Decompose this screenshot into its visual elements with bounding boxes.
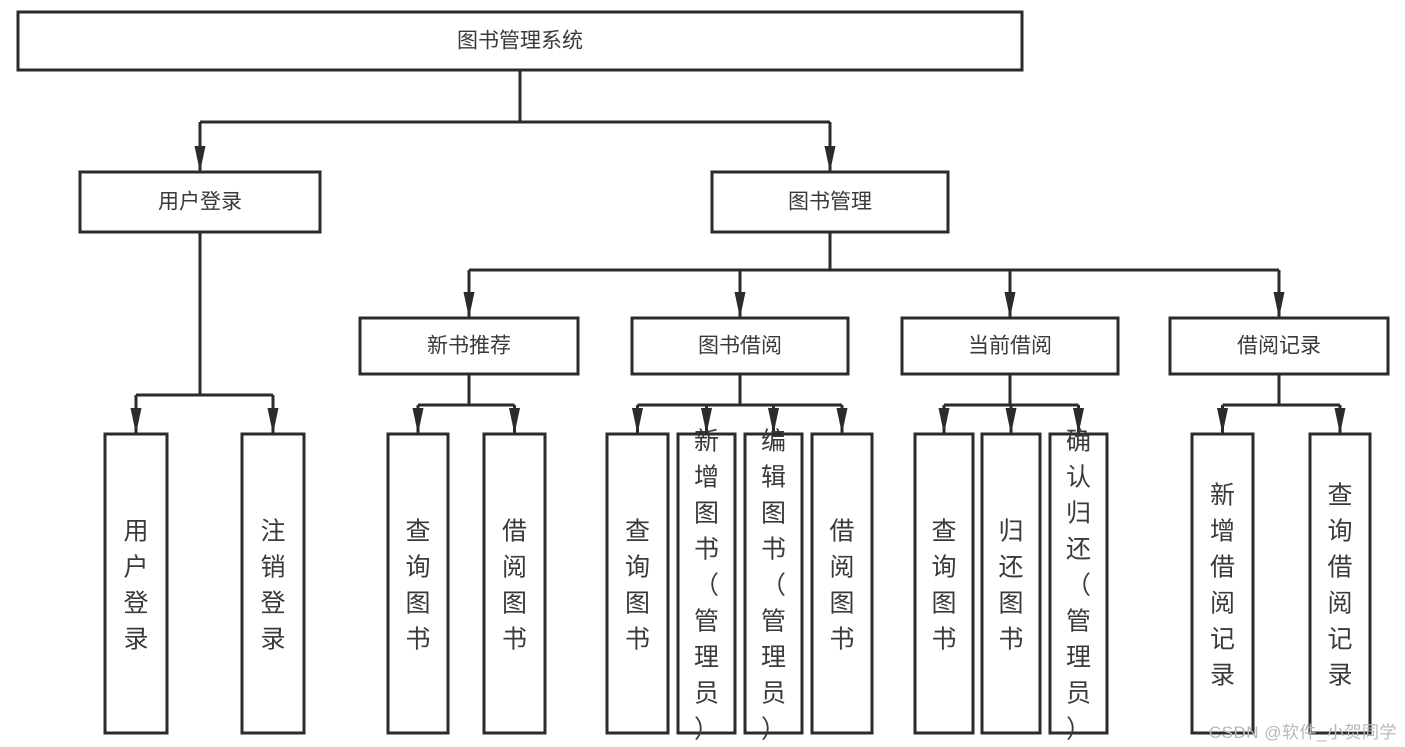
node-user-login-label: 用户登录 bbox=[158, 191, 242, 214]
node-user-login-box bbox=[78, 170, 322, 234]
node-book-management[interactable]: 图书管理 bbox=[710, 170, 950, 234]
bookmgmt-to-level3-arrow-1 bbox=[734, 292, 746, 318]
bookmgmt-to-level3-arrow-2 bbox=[1004, 292, 1016, 318]
node-current-borrow-box bbox=[900, 316, 1120, 376]
node-leaf-logout-box bbox=[240, 432, 306, 735]
node-new-book-recommend-box bbox=[358, 316, 580, 376]
bookborrow-to-leaves-arrow-3 bbox=[836, 408, 848, 434]
node-leaf-add-book-admin-box bbox=[676, 432, 737, 735]
node-leaf-add-book-admin[interactable]: 新增图书（管理员） bbox=[676, 428, 737, 744]
node-borrow-record-box bbox=[1168, 316, 1390, 376]
node-leaf-edit-book-admin[interactable]: 编辑图书（管理员） bbox=[743, 428, 804, 744]
root-to-level2-arrow-1 bbox=[824, 146, 836, 172]
node-leaf-user-login-label: 用户登录 bbox=[123, 518, 148, 654]
node-new-book-recommend-label: 新书推荐 bbox=[427, 335, 511, 358]
node-leaf-query-book-1-label: 查询图书 bbox=[405, 518, 430, 654]
node-leaf-query-book-2[interactable]: 查询图书 bbox=[605, 432, 670, 735]
node-leaf-borrow-book-1-box bbox=[482, 432, 547, 735]
node-leaf-query-book-3-label: 查询图书 bbox=[931, 518, 956, 654]
node-leaf-add-book-admin-label: 新增图书（管理员） bbox=[694, 428, 719, 744]
newbook-to-leaves-arrow-1 bbox=[509, 408, 520, 434]
node-borrow-record-label: 借阅记录 bbox=[1237, 335, 1321, 358]
node-borrow-record[interactable]: 借阅记录 bbox=[1168, 316, 1390, 376]
node-root-box bbox=[16, 10, 1024, 72]
node-leaf-add-borrow-record-box bbox=[1190, 432, 1255, 735]
node-leaf-query-borrow-record-box bbox=[1308, 432, 1372, 735]
node-leaf-add-borrow-record[interactable]: 新增借阅记录 bbox=[1190, 432, 1255, 735]
node-leaf-user-login-box bbox=[103, 432, 169, 735]
node-user-login[interactable]: 用户登录 bbox=[78, 170, 322, 234]
newbook-to-leaves-arrow-0 bbox=[412, 408, 424, 434]
bookmgmt-to-level3-arrow-0 bbox=[463, 292, 475, 318]
bookborrow-to-leaves-arrow-1 bbox=[701, 408, 712, 434]
node-leaf-confirm-return-admin-box bbox=[1048, 432, 1109, 735]
node-root-label: 图书管理系统 bbox=[457, 30, 583, 53]
node-book-borrow[interactable]: 图书借阅 bbox=[630, 316, 850, 376]
node-root[interactable]: 图书管理系统 bbox=[16, 10, 1024, 72]
node-leaf-logout[interactable]: 注销登录 bbox=[240, 432, 306, 735]
node-leaf-query-book-2-label: 查询图书 bbox=[625, 518, 650, 654]
node-leaf-confirm-return-admin-label: 确认归还（管理员） bbox=[1066, 428, 1091, 744]
node-leaf-edit-book-admin-box bbox=[743, 432, 804, 735]
node-layer: 图书管理系统用户登录图书管理新书推荐图书借阅当前借阅借阅记录用户登录注销登录查询… bbox=[16, 10, 1390, 744]
node-leaf-query-borrow-record-label: 查询借阅记录 bbox=[1327, 482, 1352, 690]
root-to-level2-arrow-0 bbox=[194, 146, 206, 172]
node-leaf-borrow-book-2-box bbox=[810, 432, 874, 735]
node-leaf-logout-label: 注销登录 bbox=[260, 518, 285, 654]
node-leaf-return-book[interactable]: 归还图书 bbox=[980, 432, 1042, 735]
node-book-management-box bbox=[710, 170, 950, 234]
node-current-borrow-label: 当前借阅 bbox=[968, 335, 1052, 358]
node-book-management-label: 图书管理 bbox=[788, 191, 872, 214]
node-new-book-recommend[interactable]: 新书推荐 bbox=[358, 316, 580, 376]
currentborrow-to-leaves-arrow-1 bbox=[1005, 408, 1017, 434]
borrowrecord-to-leaves-arrow-1 bbox=[1334, 408, 1346, 434]
node-leaf-query-book-1-box bbox=[386, 432, 450, 735]
node-leaf-borrow-book-1-label: 借阅图书 bbox=[502, 518, 527, 654]
node-leaf-borrow-book-2-label: 借阅图书 bbox=[829, 518, 854, 654]
node-leaf-query-book-1[interactable]: 查询图书 bbox=[386, 432, 450, 735]
node-leaf-edit-book-admin-label: 编辑图书（管理员） bbox=[761, 428, 786, 744]
node-leaf-borrow-book-2[interactable]: 借阅图书 bbox=[810, 432, 874, 735]
node-leaf-return-book-box bbox=[980, 432, 1042, 735]
userlogin-to-leaves-arrow-0 bbox=[130, 408, 142, 434]
node-leaf-query-book-2-box bbox=[605, 432, 670, 735]
userlogin-to-leaves-arrow-1 bbox=[267, 408, 279, 434]
node-leaf-query-book-3[interactable]: 查询图书 bbox=[913, 432, 975, 735]
node-leaf-query-book-3-box bbox=[913, 432, 975, 735]
node-leaf-user-login[interactable]: 用户登录 bbox=[103, 432, 169, 735]
bookborrow-to-leaves-arrow-2 bbox=[768, 408, 779, 434]
borrowrecord-to-leaves-arrow-0 bbox=[1217, 408, 1228, 434]
node-leaf-confirm-return-admin[interactable]: 确认归还（管理员） bbox=[1048, 428, 1109, 744]
node-current-borrow[interactable]: 当前借阅 bbox=[900, 316, 1120, 376]
node-leaf-borrow-book-1[interactable]: 借阅图书 bbox=[482, 432, 547, 735]
currentborrow-to-leaves-arrow-2 bbox=[1073, 408, 1084, 434]
node-book-borrow-box bbox=[630, 316, 850, 376]
node-book-borrow-label: 图书借阅 bbox=[698, 335, 782, 358]
node-leaf-return-book-label: 归还图书 bbox=[998, 518, 1023, 654]
bookborrow-to-leaves-arrow-0 bbox=[632, 408, 643, 434]
node-leaf-add-borrow-record-label: 新增借阅记录 bbox=[1210, 482, 1235, 690]
node-leaf-query-borrow-record[interactable]: 查询借阅记录 bbox=[1308, 432, 1372, 735]
currentborrow-to-leaves-arrow-0 bbox=[938, 408, 950, 434]
connector-layer bbox=[130, 70, 1346, 434]
bookmgmt-to-level3-arrow-3 bbox=[1273, 292, 1285, 318]
